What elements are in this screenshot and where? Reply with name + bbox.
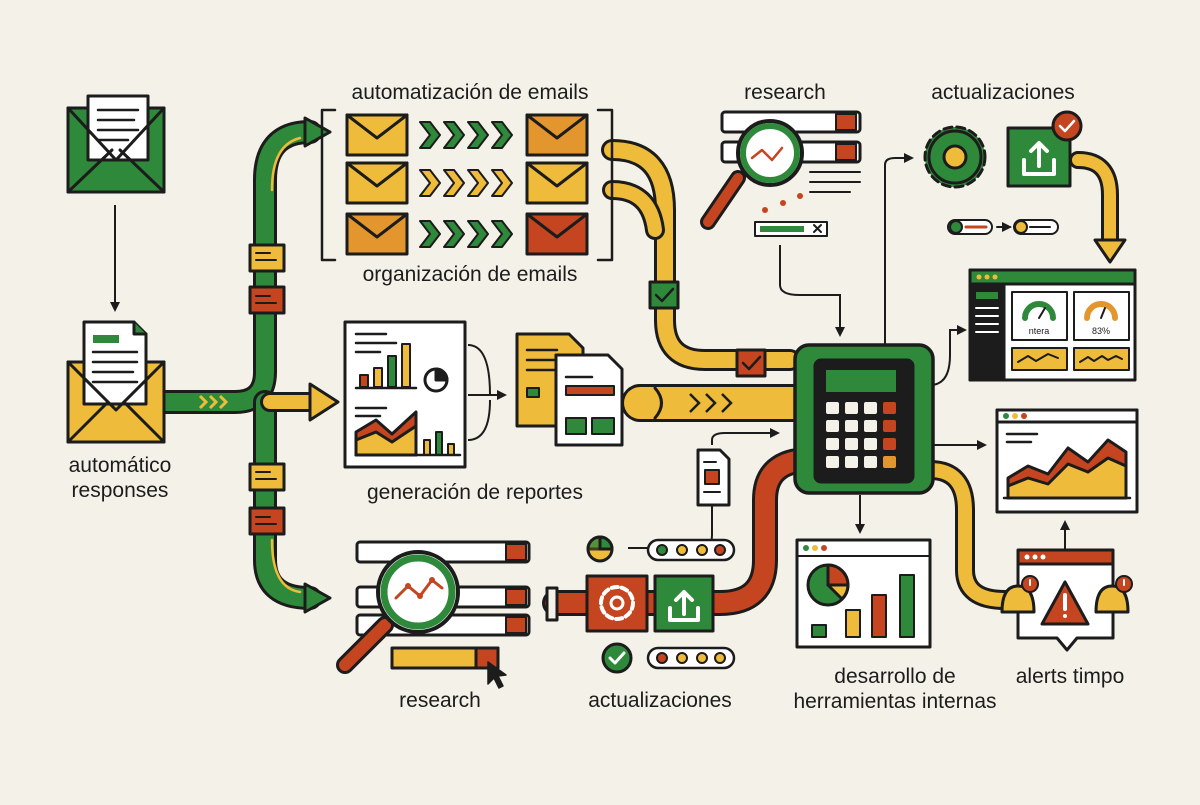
calculator-key bbox=[826, 420, 839, 432]
email-automation-rows bbox=[320, 108, 614, 262]
label-automatizacion-emails: automatización de emails bbox=[351, 81, 589, 104]
calculator-key bbox=[826, 456, 839, 468]
calculator-key bbox=[864, 438, 877, 450]
small-document-icon bbox=[696, 448, 731, 507]
updates-top-icon bbox=[923, 110, 1083, 235]
pipe-chevrons-dark bbox=[689, 393, 733, 413]
gauge-label-2: 83% bbox=[1092, 326, 1110, 336]
calculator-key bbox=[845, 402, 858, 414]
calculator-key bbox=[883, 420, 896, 432]
pipe-arrowheads bbox=[303, 116, 1127, 614]
calculator-key bbox=[864, 402, 877, 414]
incoming-mail-icon bbox=[66, 94, 166, 194]
label-automatico-responses: automático responses bbox=[68, 454, 172, 502]
calculator-key bbox=[826, 438, 839, 450]
label-research-bottom: research bbox=[399, 689, 481, 712]
label-alerts-timpo: alerts timpo bbox=[1015, 665, 1125, 688]
pipe-tags bbox=[248, 243, 767, 622]
calculator-key bbox=[845, 420, 858, 432]
calculator-key bbox=[883, 456, 896, 468]
label-desarrollo-herramientas: desarrollo de herramientas internas bbox=[793, 665, 997, 713]
label-organizacion-emails: organización de emails bbox=[362, 263, 578, 286]
research-top-icon bbox=[700, 110, 862, 237]
calculator-hub bbox=[793, 343, 935, 495]
flow-pipes bbox=[153, 120, 1119, 616]
document-stack-icon bbox=[515, 332, 624, 447]
updates-bottom-icon bbox=[585, 535, 736, 674]
dashboard-window bbox=[968, 268, 1137, 382]
label-research-top: research bbox=[744, 81, 826, 104]
calculator-key bbox=[883, 402, 896, 414]
alerts-icon bbox=[1000, 548, 1133, 652]
calculator-key bbox=[826, 402, 839, 414]
auto-response-mail-icon bbox=[66, 320, 166, 444]
report-document-icon bbox=[343, 320, 467, 469]
calculator-key bbox=[845, 438, 858, 450]
calculator-key bbox=[883, 438, 896, 450]
calculator-key bbox=[864, 456, 877, 468]
gauge-label-1: ntera bbox=[1029, 326, 1050, 336]
label-actualizaciones-top: actualizaciones bbox=[931, 81, 1075, 104]
calculator-key bbox=[864, 420, 877, 432]
trend-chart-window bbox=[995, 408, 1139, 514]
pipe-chevrons bbox=[198, 394, 229, 410]
label-generacion-reportes: generación de reportes bbox=[367, 481, 583, 504]
calculator-key bbox=[845, 456, 858, 468]
label-actualizaciones-bottom: actualizaciones bbox=[588, 689, 732, 712]
research-bottom-icon bbox=[336, 540, 531, 689]
internal-tools-window bbox=[795, 538, 932, 649]
email-row-chevrons bbox=[419, 121, 513, 248]
